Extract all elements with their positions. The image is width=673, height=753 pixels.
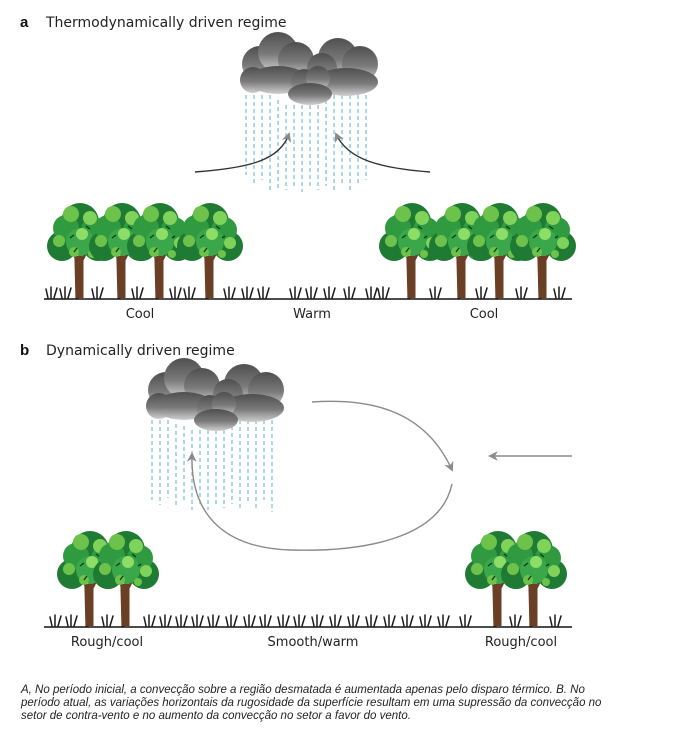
- panel-a: a Thermodynamically driven regime: [20, 14, 578, 322]
- panel-a-title: Thermodynamically driven regime: [45, 15, 287, 31]
- rain-b: [151, 420, 273, 512]
- figure-caption: A, No período inicial, a convecção sobre…: [21, 684, 602, 722]
- forest-right-a: [377, 201, 578, 300]
- panel-b-letter: b: [20, 342, 29, 359]
- arrow-converge-left: [194, 132, 292, 173]
- label-a-middle: Warm: [293, 307, 331, 322]
- forest-right-b: [463, 529, 569, 628]
- arrow-converge-right: [334, 132, 431, 173]
- label-b-middle: Smooth/warm: [268, 635, 359, 650]
- cloud-cluster-a: [240, 32, 378, 105]
- arrow-circulation-top: [311, 400, 454, 472]
- label-b-left: Rough/cool: [71, 635, 143, 650]
- label-a-right: Cool: [470, 307, 499, 322]
- arrow-circulation-bottom: [186, 452, 453, 551]
- forest-left-a: [45, 201, 245, 300]
- panel-b: b Dynamically driven regime: [20, 342, 572, 650]
- panel-b-title: Dynamically driven regime: [46, 343, 235, 359]
- label-a-left: Cool: [126, 307, 155, 322]
- cloud-cluster-b: [146, 358, 284, 431]
- label-b-right: Rough/cool: [485, 635, 557, 650]
- forest-left-b: [55, 529, 161, 628]
- panel-a-letter: a: [20, 14, 29, 31]
- rain-a: [245, 95, 367, 192]
